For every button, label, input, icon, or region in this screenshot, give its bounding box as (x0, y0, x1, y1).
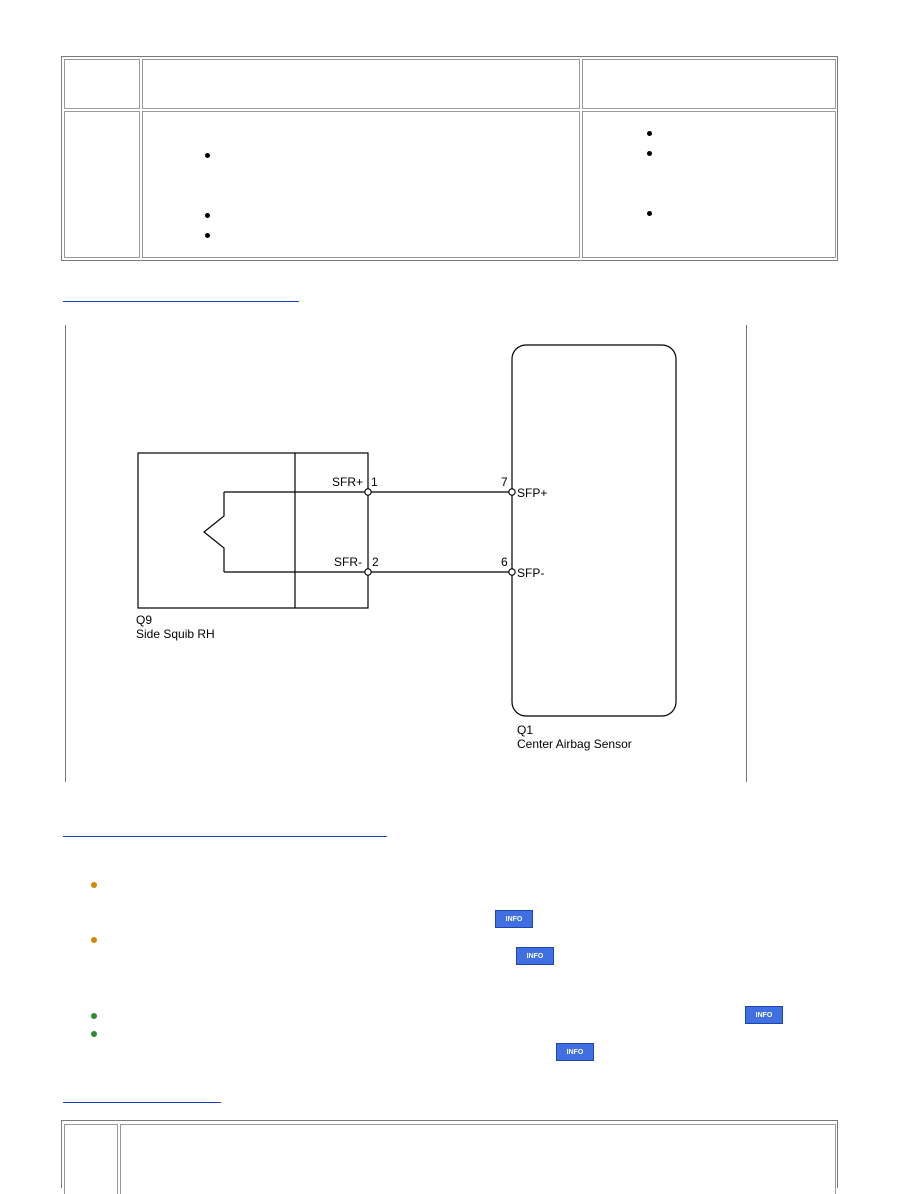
pin-number-sfp-minus: 6 (501, 555, 508, 569)
side-squib-name: Side Squib RH (136, 627, 215, 641)
table-header-cell-2 (142, 59, 580, 109)
wiring-diagram-link[interactable] (63, 301, 299, 302)
info-button[interactable]: INFO (745, 1006, 783, 1024)
caution-bullet (91, 937, 97, 943)
procedure-link[interactable] (63, 1102, 221, 1103)
squib-element (203, 492, 225, 572)
pin-number-sfr-minus: 2 (372, 555, 379, 569)
hint-bullet (91, 1031, 97, 1037)
table-header-cell-3 (582, 59, 836, 109)
terminal-sfr-plus (364, 488, 372, 496)
hint-bullet (91, 1013, 97, 1019)
table-row-cell-3 (582, 111, 836, 258)
list-bullet (205, 213, 210, 218)
list-bullet (205, 233, 210, 238)
list-bullet (647, 131, 652, 136)
procedure-table-cell-2 (120, 1124, 836, 1194)
table-header-cell-1 (64, 59, 140, 109)
table-row-cell-1 (64, 111, 140, 258)
pin-label-sfp-plus: SFP+ (517, 486, 547, 500)
pin-number-sfr-plus: 1 (371, 475, 378, 489)
info-button[interactable]: INFO (516, 947, 554, 965)
terminal-sfp-minus (508, 568, 516, 576)
list-bullet (647, 151, 652, 156)
wiring-diagram (65, 325, 747, 782)
caution-notice-link[interactable] (63, 836, 387, 837)
terminal-sfr-minus (364, 568, 372, 576)
pin-label-sfr-plus: SFR+ (332, 475, 363, 489)
center-airbag-sensor-id: Q1 (517, 723, 533, 737)
side-squib-box (137, 452, 369, 609)
terminal-sfp-plus (508, 488, 516, 496)
info-button[interactable]: INFO (495, 910, 533, 928)
center-airbag-sensor-box (511, 344, 677, 717)
side-squib-id: Q9 (136, 613, 152, 627)
pin-number-sfp-plus: 7 (501, 475, 508, 489)
list-bullet (205, 153, 210, 158)
table-row-cell-2 (142, 111, 580, 258)
pin-label-sfp-minus: SFP- (517, 566, 544, 580)
list-bullet (647, 211, 652, 216)
center-airbag-sensor-name: Center Airbag Sensor (517, 737, 632, 751)
caution-bullet (91, 882, 97, 888)
pin-label-sfr-minus: SFR- (334, 555, 362, 569)
dtc-table (61, 56, 838, 261)
procedure-table (61, 1120, 838, 1194)
info-button[interactable]: INFO (556, 1043, 594, 1061)
procedure-table-cell-1 (64, 1124, 118, 1194)
wiring-diagram-svg: SFR+ 1 SFR- 2 7 SFP+ 6 SFP- Q9 Side Squi… (136, 344, 677, 751)
